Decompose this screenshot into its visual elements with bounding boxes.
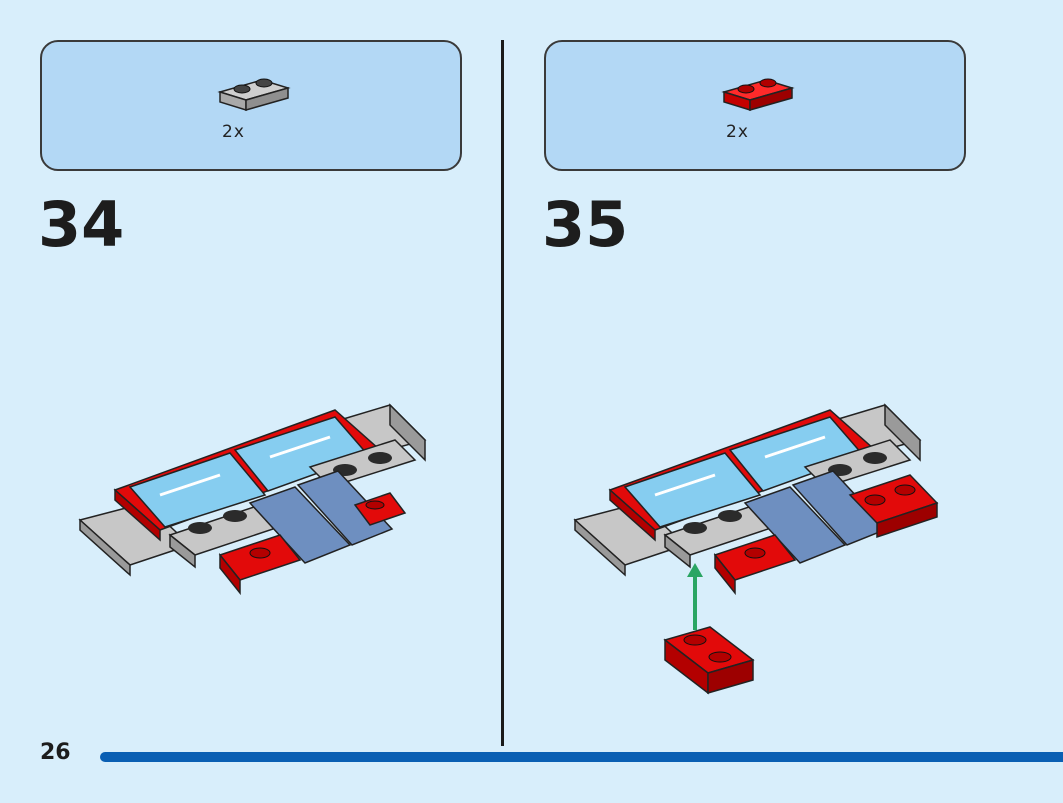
- parts-callout-step-34: 2x: [40, 40, 462, 171]
- grey-plate-1x2-icon: [217, 78, 291, 112]
- page-accent-bar: [100, 752, 1063, 762]
- part-quantity: 2x: [222, 122, 245, 142]
- parts-callout-step-35: 2x: [544, 40, 966, 171]
- red-plate-1x2-icon: [721, 78, 795, 112]
- step-number-35: 35: [542, 188, 629, 261]
- page-number: 26: [40, 740, 71, 765]
- model-illustration-step-34: [78, 403, 427, 596]
- model-illustration-step-35: [573, 403, 939, 695]
- part-quantity: 2x: [726, 122, 749, 142]
- step-number-34: 34: [38, 188, 125, 261]
- step-divider: [501, 40, 504, 746]
